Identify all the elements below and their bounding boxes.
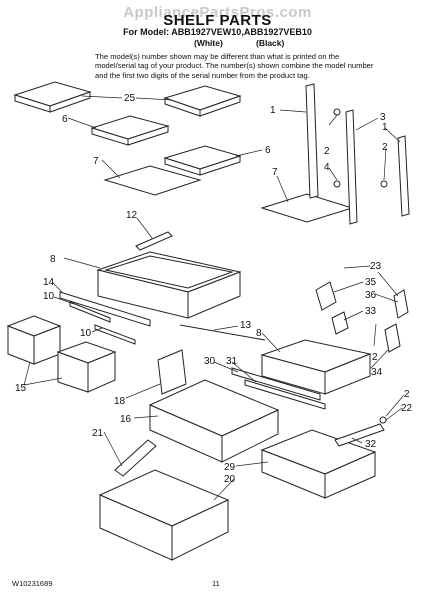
callout-2c: 2 xyxy=(372,352,378,363)
callout-16: 16 xyxy=(120,414,132,425)
wire-shelf-3 xyxy=(163,85,242,117)
callout-6: 6 xyxy=(62,114,68,125)
callout-1: 1 xyxy=(270,105,276,116)
callout-8b: 8 xyxy=(256,328,262,339)
callout-33: 33 xyxy=(365,306,377,317)
callout-21: 21 xyxy=(92,428,104,439)
callout-18: 18 xyxy=(114,396,126,407)
callout-4: 4 xyxy=(324,162,330,173)
basket-lower xyxy=(98,469,230,561)
callout-25: 25 xyxy=(124,93,136,104)
page-title: SHELF PARTS xyxy=(163,12,272,29)
wire-shelf-2 xyxy=(90,115,170,146)
rail-1-right xyxy=(397,135,410,217)
shelf-frame-right xyxy=(260,339,372,395)
pan-29 xyxy=(260,429,377,499)
variant-black: (Black) xyxy=(256,38,285,48)
rail-30 xyxy=(231,367,321,401)
rail-12 xyxy=(135,231,173,251)
drawer-left xyxy=(6,315,62,365)
callout-2d: 2 xyxy=(404,389,410,400)
callout-31: 31 xyxy=(226,356,238,367)
document-number: W10231689 xyxy=(12,579,53,588)
variant-white: (White) xyxy=(194,38,223,48)
watermark: AppliancePartsPros.com xyxy=(123,4,312,21)
rail-10a xyxy=(69,301,111,323)
rod-13 xyxy=(179,324,266,341)
callout-2b: 2 xyxy=(382,142,388,153)
rail-1-left xyxy=(305,83,319,199)
clip-36 xyxy=(393,289,409,319)
rail-10b xyxy=(94,324,136,345)
glass-panel-left xyxy=(103,165,202,196)
clip-34 xyxy=(384,323,401,353)
callout-10a: 10 xyxy=(43,291,55,302)
callout-30: 30 xyxy=(204,356,216,367)
callout-10b: 10 xyxy=(80,328,92,339)
callout-2: 2 xyxy=(324,146,330,157)
callout-29: 29 xyxy=(224,462,236,473)
clip-33 xyxy=(331,311,349,335)
basket-upper xyxy=(148,379,280,463)
callout-36: 36 xyxy=(365,290,377,301)
glass-panel-right xyxy=(260,193,354,223)
screw-2b xyxy=(380,180,388,188)
callout-23: 23 xyxy=(370,261,382,272)
callout-7b: 7 xyxy=(272,167,278,178)
clip-35 xyxy=(315,281,337,311)
callout-14: 14 xyxy=(43,277,55,288)
callout-12: 12 xyxy=(126,210,138,221)
handle-21 xyxy=(114,439,157,477)
callout-13: 13 xyxy=(240,320,252,331)
screw-2a xyxy=(333,108,341,116)
rail-31 xyxy=(244,379,326,410)
callout-7: 7 xyxy=(93,156,99,167)
callout-3: 3 xyxy=(380,112,386,123)
bracket-32 xyxy=(334,423,385,447)
page-number: 11 xyxy=(212,579,220,588)
notice-text: The model(s) number shown may be differe… xyxy=(95,52,374,80)
callout-6b: 6 xyxy=(265,145,271,156)
callout-20: 20 xyxy=(224,474,236,485)
rail-3 xyxy=(345,109,358,225)
callout-35: 35 xyxy=(365,277,377,288)
callout-8: 8 xyxy=(50,254,56,265)
screw-4 xyxy=(333,180,341,188)
callout-32: 32 xyxy=(365,439,377,450)
divider-18 xyxy=(157,349,187,395)
rail-14 xyxy=(59,291,151,327)
wire-shelf-4 xyxy=(163,145,242,176)
callout-15: 15 xyxy=(15,383,27,394)
drawer-right xyxy=(56,341,117,393)
callout-1b: 1 xyxy=(382,122,388,133)
model-line: For Model: ABB1927VEW10,ABB1927VEB10 xyxy=(123,27,312,37)
callout-22: 22 xyxy=(401,403,413,414)
shelf-frame-left xyxy=(96,251,242,319)
screw-22 xyxy=(379,416,387,424)
wire-shelf-1 xyxy=(13,81,92,113)
callout-34: 34 xyxy=(371,367,383,378)
